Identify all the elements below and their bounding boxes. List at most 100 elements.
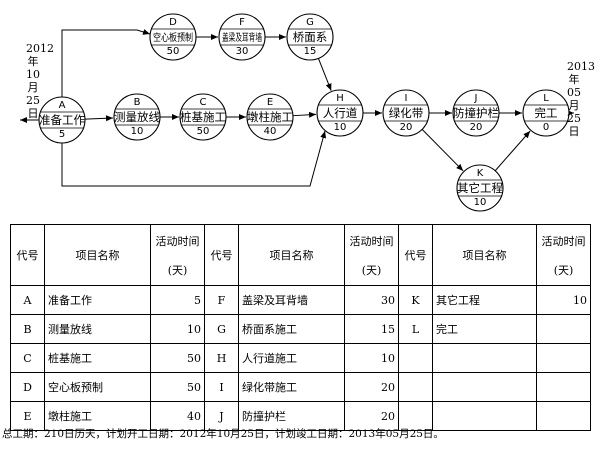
- cell-name: 准备工作: [44, 285, 151, 315]
- node-circle: [286, 13, 334, 61]
- cell-name: 完工: [432, 314, 537, 344]
- node-duration: 5: [59, 129, 65, 140]
- cell-time: [536, 343, 591, 373]
- activity-table: 代号 项目名称 活动时间(天) 代号 项目名称 活动时间(天) 代号 项目名称 …: [10, 224, 591, 431]
- node-circle: [149, 13, 197, 61]
- node-code: B: [134, 97, 141, 108]
- cell-time: 5: [150, 285, 205, 315]
- node-duration: 0: [543, 122, 549, 133]
- node-circle: [38, 96, 86, 144]
- node-code: L: [543, 93, 549, 104]
- header-time: 活动时间(天): [344, 224, 399, 286]
- cell-name: 墩柱施工: [44, 401, 151, 431]
- node-duration: 30: [236, 46, 249, 57]
- node-duration: 50: [197, 126, 210, 137]
- node-name: 完工: [535, 106, 558, 120]
- node-name: 测量放线: [114, 110, 160, 124]
- cell-code: [398, 401, 433, 431]
- node-name: 桩基施工: [180, 110, 226, 124]
- node-circle: [522, 89, 570, 137]
- cell-time: [536, 314, 591, 344]
- cell-code: K: [398, 285, 433, 315]
- cell-name: [432, 401, 537, 431]
- node-duration: 40: [264, 126, 277, 137]
- header-code: 代号: [204, 224, 239, 286]
- cell-name: 防撞护栏: [238, 401, 345, 431]
- header-name: 项目名称: [432, 224, 537, 286]
- cell-time: 20: [344, 401, 399, 431]
- node-name: 空心板预制: [153, 31, 193, 44]
- node-l: L 完工 0: [522, 89, 570, 137]
- node-circle: [218, 13, 266, 61]
- cell-name: 空心板预制: [44, 372, 151, 402]
- node-name: 人行道: [323, 106, 358, 120]
- cell-name: 绿化带施工: [238, 372, 345, 402]
- diagram-edges: [20, 29, 574, 187]
- cell-time: 50: [150, 343, 205, 373]
- node-code: J: [474, 93, 478, 104]
- cell-name: 其它工程: [432, 285, 537, 315]
- cell-time: [536, 401, 591, 431]
- cell-code: [398, 343, 433, 373]
- header-name: 项目名称: [238, 224, 345, 286]
- footer-note: 总工期：210日历天，计划开工日期：2012年10月25日，计划竣工日期：201…: [2, 428, 444, 440]
- node-name: 墩柱施工: [247, 110, 293, 124]
- header-time: 活动时间(天): [536, 224, 591, 286]
- node-circle: [246, 93, 294, 141]
- cell-code: [398, 372, 433, 402]
- node-circle: [113, 93, 161, 141]
- cell-code: I: [204, 372, 239, 402]
- node-code: K: [477, 168, 484, 179]
- cell-name: [432, 372, 537, 402]
- header-name: 项目名称: [44, 224, 151, 286]
- cell-time: 40: [150, 401, 205, 431]
- cell-name: 桩基施工: [44, 343, 151, 373]
- cell-time: 10: [344, 343, 399, 373]
- cell-code: B: [10, 314, 45, 344]
- node-f: F 盖梁及耳背墙 30: [218, 13, 266, 61]
- cell-time: 30: [344, 285, 399, 315]
- header-code: 代号: [10, 224, 45, 286]
- node-circle: [382, 89, 430, 137]
- node-code: F: [239, 17, 245, 28]
- node-duration: 20: [470, 122, 483, 133]
- cell-code: L: [398, 314, 433, 344]
- node-duration: 10: [334, 122, 347, 133]
- cell-name: 桥面系施工: [238, 314, 345, 344]
- cell-code: G: [204, 314, 239, 344]
- node-name: 绿化带: [389, 106, 424, 120]
- cell-code: H: [204, 343, 239, 373]
- header-code: 代号: [398, 224, 433, 286]
- network-diagram: A准备工作5B测量放线10C桩基施工50D空心板预制50E墩柱施工40F盖梁及耳…: [20, 13, 574, 212]
- table-header-row: 代号 项目名称 活动时间(天) 代号 项目名称 活动时间(天) 代号 项目名称 …: [10, 224, 591, 286]
- cell-time: 10: [536, 285, 591, 315]
- edge-i-k: [421, 129, 464, 172]
- node-code: A: [59, 100, 66, 111]
- cell-time: [536, 372, 591, 402]
- end-date-label: 2013年05月25日: [567, 60, 595, 138]
- node-code: I: [405, 93, 408, 104]
- node-duration: 50: [167, 46, 180, 57]
- node-name: 盖梁及耳背墙: [222, 31, 262, 44]
- cell-name: 盖梁及耳背墙: [238, 285, 345, 315]
- cell-code: E: [10, 401, 45, 431]
- cell-code: A: [10, 285, 45, 315]
- edge-g-h: [317, 58, 332, 91]
- node-name: 其它工程: [457, 181, 503, 195]
- node-duration: 10: [474, 197, 487, 208]
- node-circle: [456, 164, 504, 212]
- edge-e-h: [292, 111, 317, 118]
- edge-a-h: [61, 130, 327, 187]
- node-code: C: [200, 97, 207, 108]
- cell-code: C: [10, 343, 45, 373]
